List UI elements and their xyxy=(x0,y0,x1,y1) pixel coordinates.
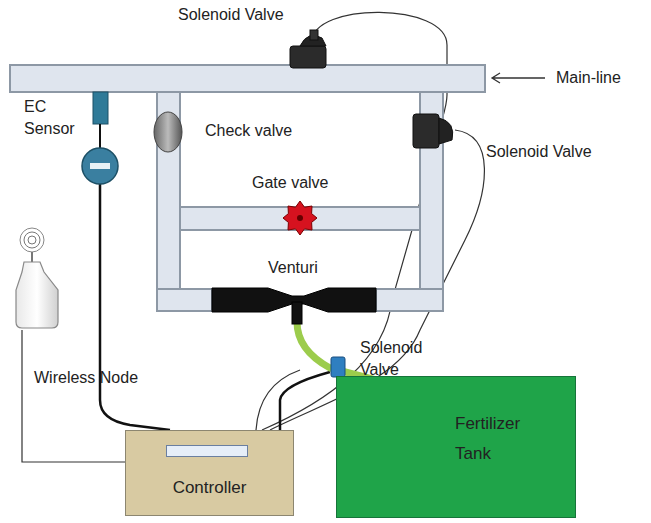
solenoid-valves-part xyxy=(439,118,453,144)
check-valve-part xyxy=(154,112,182,152)
display-slot xyxy=(166,445,248,457)
ec-sensor-part xyxy=(82,148,118,184)
wires-part xyxy=(22,330,125,462)
valve-label: Solenoid Valve xyxy=(360,337,432,381)
flow-label: Main-line xyxy=(556,67,621,89)
wireless-node-part xyxy=(16,262,58,328)
signal-cables-part xyxy=(280,372,330,430)
check-valve xyxy=(154,112,182,152)
fertilizer-tank: Fertilizer Tank xyxy=(336,376,576,518)
valve-label: Solenoid Valve xyxy=(486,141,592,163)
ec-sensor-part xyxy=(90,163,110,169)
wireless-node-part xyxy=(31,252,33,262)
venturi xyxy=(212,288,376,324)
wireless-node-part xyxy=(28,236,36,244)
venturi-part xyxy=(292,302,302,324)
solenoid-valves-part xyxy=(310,30,318,40)
wires-part xyxy=(256,370,300,430)
solenoid-valves-part xyxy=(413,114,439,148)
wireless-node xyxy=(16,228,58,328)
node-label: Wireless Node xyxy=(34,367,138,389)
wireless-node-part xyxy=(24,232,40,248)
solenoid-valves-part xyxy=(331,357,345,377)
gate-valve-part xyxy=(283,201,317,235)
ec-sensor-part xyxy=(99,124,101,148)
ec-sensor-part xyxy=(93,92,108,124)
gate-valve xyxy=(283,201,317,235)
venturi-label: Venturi xyxy=(268,257,318,279)
node-label: Fertilizer Tank xyxy=(455,409,551,469)
solenoid-valves xyxy=(290,30,453,377)
pipes-part xyxy=(157,289,212,311)
main-line-arrow-part xyxy=(492,73,545,83)
pipes-part xyxy=(10,65,485,92)
ec-sensor xyxy=(82,92,118,184)
pipes xyxy=(10,65,485,311)
node-label: Controller xyxy=(126,477,293,498)
valve-label: Check valve xyxy=(205,120,292,142)
wireless-node-part xyxy=(20,228,44,252)
pipes-part xyxy=(376,289,443,311)
sensor-label: EC Sensor xyxy=(24,96,84,140)
controller-box: Controller xyxy=(125,430,294,516)
valve-label: Solenoid Valve xyxy=(178,4,284,26)
main-line-arrow xyxy=(492,73,545,83)
gate-valve-part xyxy=(297,215,303,221)
valve-label: Gate valve xyxy=(252,172,328,194)
solenoid-valves-part xyxy=(290,46,326,68)
